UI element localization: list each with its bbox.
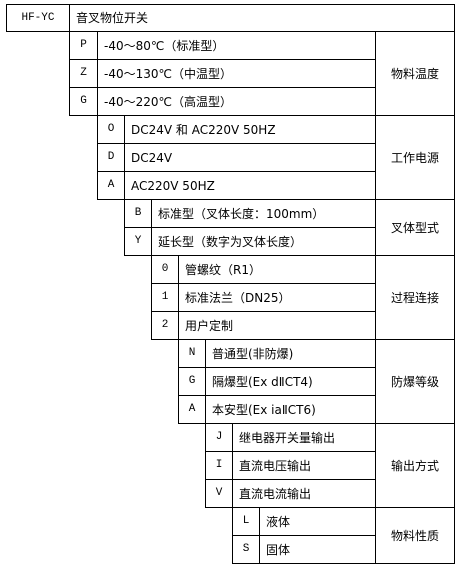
- option-text: 延长型（数字为叉体长度）: [151, 227, 376, 256]
- option-code: A: [97, 171, 125, 200]
- option-text: DC24V: [124, 143, 376, 172]
- option-code: J: [205, 423, 233, 452]
- option-text: AC220V 50HZ: [124, 171, 376, 200]
- group-label-material-temperature: 物料温度: [375, 31, 455, 116]
- group-label-material-property: 物料性质: [375, 507, 455, 564]
- header-title: 音叉物位开关: [69, 4, 455, 32]
- group-label-fork-type: 叉体型式: [375, 199, 455, 256]
- option-code: B: [124, 199, 152, 228]
- group-label-process-connection: 过程连接: [375, 255, 455, 340]
- option-code: G: [69, 87, 98, 116]
- option-text: -40～220℃（高温型）: [97, 87, 376, 116]
- option-code: 0: [151, 255, 179, 284]
- option-code: D: [97, 143, 125, 172]
- option-text: 普通型(非防爆): [205, 339, 376, 368]
- option-text: -40～80℃（标准型）: [97, 31, 376, 60]
- option-code: I: [205, 451, 233, 480]
- option-text: -40～130℃（中温型）: [97, 59, 376, 88]
- option-code: 2: [151, 311, 179, 340]
- option-code: L: [232, 507, 260, 536]
- option-code: A: [178, 395, 206, 424]
- group-label-power-supply: 工作电源: [375, 115, 455, 200]
- option-code: S: [232, 535, 260, 564]
- option-code: 1: [151, 283, 179, 312]
- group-label-output-mode: 输出方式: [375, 423, 455, 508]
- option-text: 标准型（叉体长度：100mm）: [151, 199, 376, 228]
- option-code: Y: [124, 227, 152, 256]
- option-text: 本安型(Ex iaⅡCT6): [205, 395, 376, 424]
- option-text: 继电器开关量输出: [232, 423, 376, 452]
- option-text: 液体: [259, 507, 376, 536]
- option-code: V: [205, 479, 233, 508]
- header-code: HF-YC: [6, 4, 70, 32]
- option-text: 固体: [259, 535, 376, 564]
- option-code: P: [69, 31, 98, 60]
- option-code: G: [178, 367, 206, 396]
- option-text: DC24V 和 AC220V 50HZ: [124, 115, 376, 144]
- group-label-explosion-rating: 防爆等级: [375, 339, 455, 424]
- option-text: 管螺纹（R1）: [178, 255, 376, 284]
- option-code: N: [178, 339, 206, 368]
- option-code: O: [97, 115, 125, 144]
- option-text: 标准法兰（DN25）: [178, 283, 376, 312]
- option-text: 直流电流输出: [232, 479, 376, 508]
- option-code: Z: [69, 59, 98, 88]
- option-text: 隔爆型(Ex dⅡCT4): [205, 367, 376, 396]
- option-text: 用户定制: [178, 311, 376, 340]
- option-text: 直流电压输出: [232, 451, 376, 480]
